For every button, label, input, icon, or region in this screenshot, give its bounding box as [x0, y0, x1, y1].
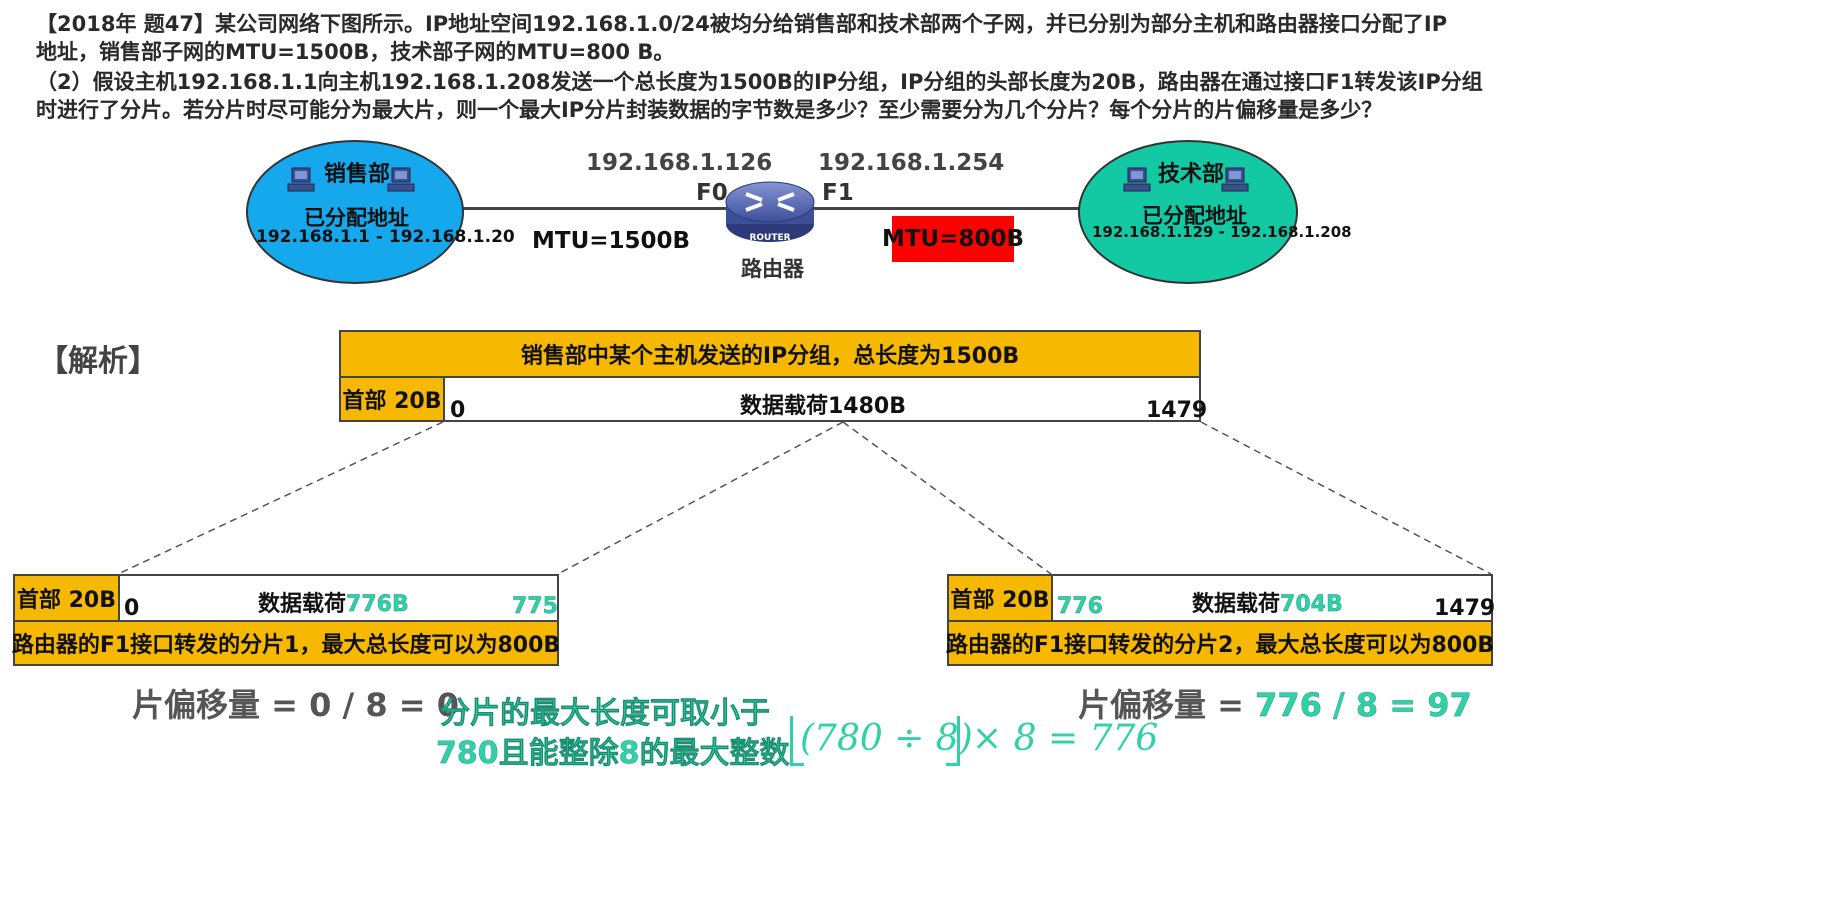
tech-lan-range: 192.168.1.129 - 192.168.1.208: [1092, 223, 1352, 241]
frag2-caption-bar: 路由器的F1接口转发的分片2，最大总长度可以为800B: [945, 620, 1495, 666]
mtu-sales-label: MTU=1500B: [532, 228, 691, 254]
frag2-caption: 路由器的F1接口转发的分片2，最大总长度可以为800B: [945, 633, 1495, 658]
sales-lan: [246, 140, 464, 284]
analysis-heading: 【解析】: [38, 344, 158, 379]
floor-formula-result: × 8 = 776: [972, 718, 1159, 759]
question-line-3: （2）假设主机192.168.1.1向主机192.168.1.208发送一个总长…: [36, 70, 1483, 94]
host-computer-icon: [287, 167, 315, 192]
link-sales-router: [458, 207, 728, 210]
frag1-start-byte: 0: [124, 596, 140, 621]
packet-header-label: 首部 20B: [342, 389, 442, 414]
frag2-start-byte: 776: [1057, 594, 1103, 619]
frag2-offset: 片偏移量 = 776 / 8 = 97: [1078, 686, 1472, 724]
packet-start-byte: 0: [450, 398, 466, 423]
host-computer-icon: [387, 167, 415, 192]
frag1-end-byte: 775: [512, 594, 558, 619]
frag1-caption: 路由器的F1接口转发的分片1，最大总长度可以为800B: [11, 633, 561, 658]
floor-formula: (780 ÷ 8): [800, 718, 973, 759]
question-line-2: 地址，销售部子网的MTU=1500B，技术部子网的MTU=800 B。: [36, 40, 675, 64]
packet-end-byte: 1479: [1146, 398, 1208, 423]
tech-lan: [1078, 140, 1298, 284]
router-f0-ip: 192.168.1.126: [586, 150, 773, 176]
host-computer-icon: [1221, 167, 1249, 192]
router-icon: ROUTER: [725, 181, 815, 243]
frag1-payload-label: 数据载荷776B: [258, 592, 409, 617]
floor-bracket-right-foot: [946, 763, 960, 766]
tech-lan-assigned: 已分配地址: [1142, 204, 1247, 228]
frag1-payload-cell: [118, 574, 559, 622]
frag1-header-cell: 首部 20B: [13, 574, 120, 622]
frag2-payload-label: 数据载荷704B: [1192, 592, 1343, 617]
link-router-tech: [812, 207, 1080, 210]
frag1-caption-bar: 路由器的F1接口转发的分片1，最大总长度可以为800B: [11, 620, 561, 666]
host-computer-icon: [1123, 167, 1151, 192]
sales-lan-assigned: 已分配地址: [304, 206, 409, 230]
router-label: 路由器: [741, 257, 804, 281]
mtu-tech-label: MTU=800B: [882, 216, 1024, 262]
packet-payload-label: 数据载荷1480B: [740, 394, 906, 419]
question-line-4: 时进行了分片。若分片时尽可能分为最大片，则一个最大IP分片封装数据的字节数是多少…: [36, 98, 1383, 122]
packet-title: 销售部中某个主机发送的IP分组，总长度为1500B: [520, 344, 1020, 369]
packet-payload-cell: [443, 376, 1201, 422]
frag1-header-label: 首部 20B: [16, 588, 117, 613]
frag2-header-label: 首部 20B: [950, 588, 1050, 613]
note-line-2: 780且能整除8的最大整数: [436, 736, 790, 771]
router-badge-text: ROUTER: [749, 233, 790, 243]
sales-lan-name: 销售部: [324, 162, 391, 187]
note-line-1: 分片的最大长度可取小于: [440, 696, 770, 731]
floor-bracket-left-foot: [790, 763, 804, 766]
question-line-1: 【2018年 题47】某公司网络下图所示。IP地址空间192.168.1.0/2…: [36, 12, 1448, 36]
router-port-f0: F0: [696, 180, 728, 206]
frag2-end-byte: 1479: [1434, 596, 1496, 621]
router-f1-ip: 192.168.1.254: [818, 150, 1005, 176]
floor-bracket-right: [957, 716, 960, 766]
sales-lan-range: 192.168.1.1 - 192.168.1.20: [256, 227, 515, 247]
frag1-offset: 片偏移量 = 0 / 8 = 0: [132, 686, 459, 724]
floor-bracket-left: [790, 716, 793, 766]
frag2-header-cell: 首部 20B: [947, 574, 1053, 622]
router-port-f1: F1: [822, 180, 854, 206]
packet-header-cell: 首部 20B: [339, 376, 445, 422]
tech-lan-name: 技术部: [1158, 162, 1225, 187]
